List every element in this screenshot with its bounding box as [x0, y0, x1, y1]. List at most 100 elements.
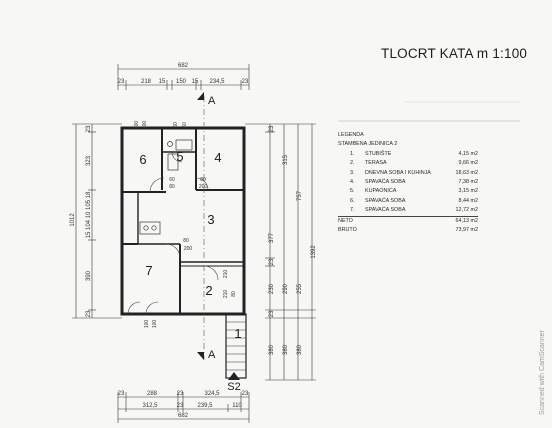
room-number-1: 1 — [234, 326, 241, 341]
dim-bottom-part: 23 — [177, 403, 184, 409]
dim-right-part: 290 — [283, 283, 289, 294]
section-line: A A — [197, 92, 216, 361]
dim-right-part: 23 — [269, 310, 275, 317]
dim-right-part: 23 — [269, 125, 275, 132]
legend-neto-value: 64,13 m2 — [455, 217, 478, 224]
walls — [120, 126, 247, 379]
legend-unit: STAMBENA JEDINICA 2 — [338, 140, 478, 149]
door-label: 60 — [173, 122, 179, 128]
left-dimensions — [72, 123, 122, 319]
room-number-4: 4 — [214, 150, 221, 165]
legend-total-neto: NETO 64,13 m2 — [338, 217, 478, 226]
legend-row: 5. KUPAONICA 3,15 m2 — [338, 187, 478, 196]
dim-bottom-part: 110 — [232, 403, 242, 409]
dim-top-part: 150 — [176, 79, 187, 85]
legend-total-bruto: BRUTO 73,97 m2 — [338, 226, 478, 235]
legend-neto-label: NETO — [338, 217, 353, 224]
dim-bottom-part: 288 — [147, 391, 158, 397]
door-label: 60 — [169, 177, 175, 183]
room-number-6: 6 — [139, 152, 146, 167]
arrow-up-icon — [228, 372, 240, 380]
dim-right-part: 377 — [269, 232, 275, 243]
dim-bottom-part: 239,5 — [197, 403, 213, 409]
door-label: 80 — [183, 238, 189, 244]
legend-row-num: 1. — [350, 150, 355, 157]
dim-right-part: 23 — [269, 258, 275, 265]
door-label: 80 — [169, 184, 175, 190]
dim-bottom-part: 324,5 — [204, 391, 220, 397]
legend-row-area: 18,63 m2 — [455, 169, 478, 176]
dim-right-part: 255 — [297, 283, 303, 294]
legend-row-name: DNEVNA SOBA I KUHINJA — [365, 169, 431, 176]
dim-left-part: 23 — [86, 125, 92, 132]
drawing-title: TLOCRT KATA m 1:100 — [381, 46, 528, 61]
legend: LEGENDA STAMBENA JEDINICA 2 1. STUBIŠTE … — [338, 131, 478, 235]
stair-marker: S2 — [227, 372, 241, 393]
door-label: 210 — [223, 290, 229, 299]
legend-row: 4. SPAVAĆA SOBA 7,38 m2 — [338, 178, 478, 187]
dim-top-part: 218 — [141, 79, 152, 85]
legend-row-area: 3,15 m2 — [458, 188, 478, 195]
legend-row-area: 9,66 m2 — [458, 160, 478, 167]
legend-heading-text: LEGENDA — [338, 132, 364, 138]
fixtures — [139, 139, 193, 235]
dim-top-part: 23 — [118, 79, 125, 85]
door-label: 200 — [184, 246, 193, 252]
legend-row-name: TERASA — [365, 160, 387, 167]
legend-row: 3. DNEVNA SOBA I KUHINJA 18,63 m2 — [338, 169, 478, 178]
dim-bottom-part: 23 — [242, 391, 249, 397]
dim-right-part: 380 — [297, 344, 303, 355]
legend-row: 1. STUBIŠTE 4,15 m2 — [338, 150, 478, 159]
section-mark-top: A — [208, 95, 216, 107]
dim-left-part: 390 — [86, 270, 92, 281]
dim-left-part: 23 — [86, 310, 92, 317]
legend-row-num: 3. — [350, 169, 355, 176]
door-label: 210 — [223, 270, 229, 279]
legend-heading: LEGENDA — [338, 131, 478, 140]
dim-top-total: 682 — [178, 63, 189, 69]
door-label: 60 — [182, 122, 188, 128]
dim-right-part: 380 — [269, 344, 275, 355]
dim-bottom-part: 23 — [177, 391, 184, 397]
door-label: 100 — [134, 121, 140, 130]
dim-right-part: 380 — [283, 344, 289, 355]
stair-label: S2 — [227, 381, 240, 393]
dim-bottom-part: 23 — [118, 391, 125, 397]
door-label: 80 — [231, 291, 237, 297]
legend-row-name: STUBIŠTE — [365, 150, 392, 157]
legend-row-name: SPAVAĆA SOBA — [365, 178, 406, 185]
dim-right-part: 757 — [297, 190, 303, 201]
top-dimensions — [117, 64, 250, 90]
door-label: 80 — [200, 177, 206, 183]
legend-row-name: KUPAONICA — [365, 188, 397, 195]
dim-bottom-total: 682 — [178, 413, 189, 419]
legend-row: 7. SPAVAĆA SOBA 12,72 m2 — [338, 206, 478, 215]
room-number-7: 7 — [145, 263, 152, 278]
door-label: 200 — [199, 184, 208, 190]
dim-left-part: 15 104 10 105 18 — [86, 191, 92, 238]
legend-row-area: 8,44 m2 — [458, 197, 478, 204]
room-number-3: 3 — [207, 212, 214, 227]
room-number-2: 2 — [205, 283, 212, 298]
staircase — [226, 321, 246, 371]
dim-top-part: 234,5 — [209, 79, 225, 85]
legend-divider — [338, 215, 478, 217]
dim-left-total: 1012 — [70, 213, 76, 227]
legend-row-area: 7,38 m2 — [458, 178, 478, 185]
dim-top-part: 23 — [242, 79, 249, 85]
room-number-5: 5 — [176, 149, 183, 164]
right-dimensions — [245, 123, 316, 381]
door-swings — [127, 151, 219, 315]
dim-top-part: 15 — [159, 79, 166, 85]
legend-unit-text: STAMBENA JEDINICA 2 — [338, 141, 398, 148]
legend-bruto-label: BRUTO — [338, 226, 357, 233]
legend-row-area: 12,72 m2 — [455, 207, 478, 214]
legend-row: 2. TERASA 9,66 m2 — [338, 159, 478, 168]
legend-row-num: 7. — [350, 207, 355, 214]
legend-row: 6. SPAVAĆA SOBA 8,44 m2 — [338, 197, 478, 206]
legend-row-name: SPAVAĆA SOBA — [365, 207, 406, 214]
dim-top-part: 15 — [192, 79, 199, 85]
dim-right-part: 230 — [269, 283, 275, 294]
